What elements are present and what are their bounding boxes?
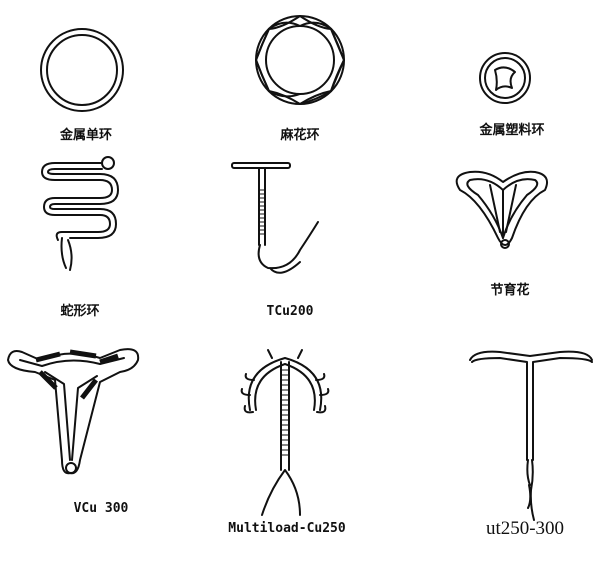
- tcu200-drawing: [231, 162, 319, 274]
- label-multiload: Multiload-Cu250: [228, 521, 346, 536]
- multiload-drawing: [240, 349, 330, 516]
- snake-ring-drawing: [41, 156, 119, 271]
- label-vcu300: VCu 300: [73, 501, 129, 516]
- label-metal-single-ring: 金属单环: [59, 128, 113, 143]
- label-tcu200: TCu200: [266, 304, 314, 319]
- label-metal-plastic-ring: 金属塑料环: [479, 123, 545, 138]
- twisted-ring-drawing: [255, 15, 345, 105]
- label-snake-ring: 蛇形环: [60, 304, 100, 319]
- metal-single-ring-drawing: [40, 28, 124, 112]
- ut-drawing: [469, 350, 593, 521]
- metal-plastic-ring-drawing: [479, 52, 531, 104]
- label-twisted-ring: 麻花环: [280, 128, 320, 143]
- vcu300-drawing: [7, 348, 140, 475]
- label-flower-iud: 节育花: [490, 283, 530, 298]
- label-ut: ut250-300: [485, 518, 565, 539]
- flower-iud-drawing: [455, 170, 548, 249]
